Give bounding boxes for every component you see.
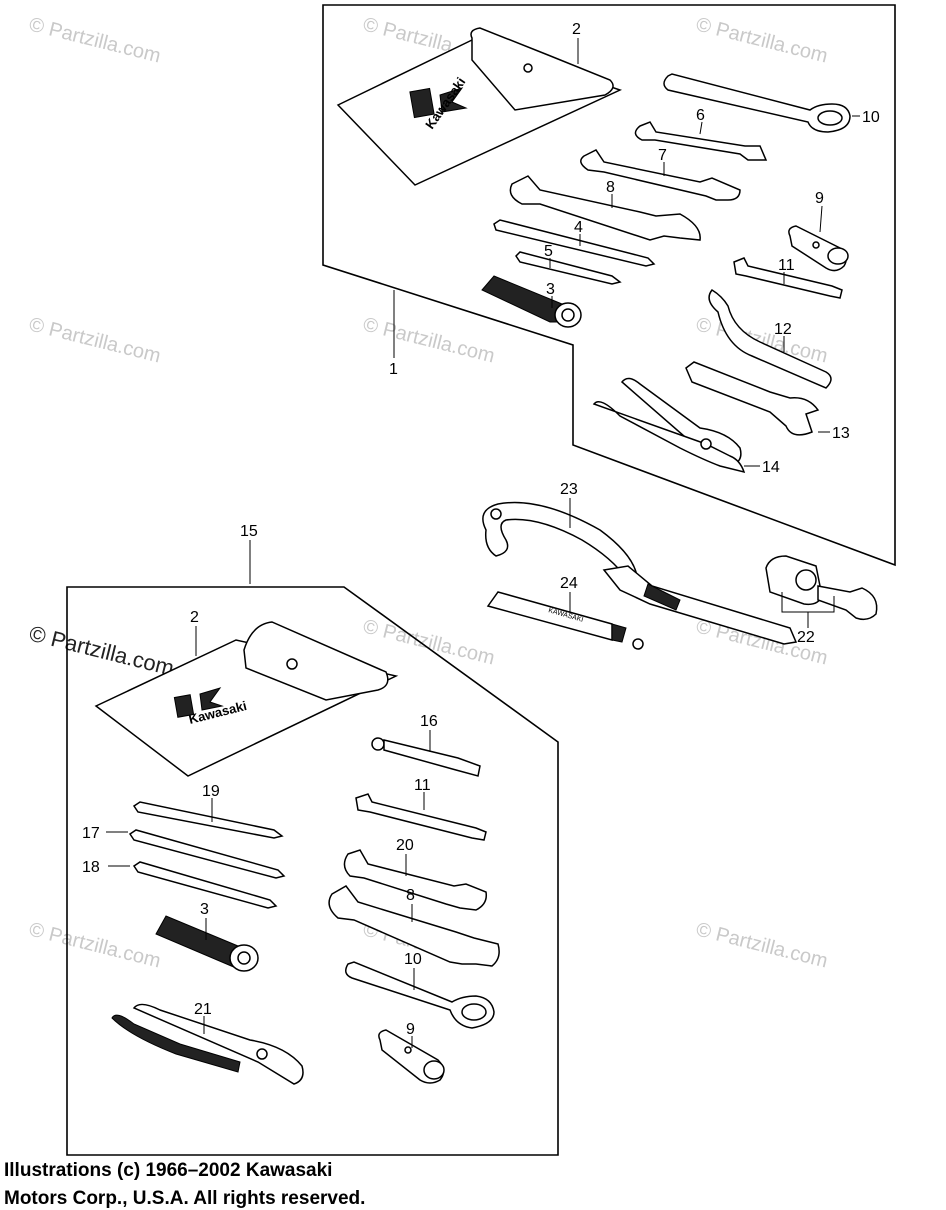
callouts: 2 10 6 7 8 9 4 5 11 3 12 1 13 14 23 15 2… (82, 21, 880, 1038)
screwdriver-4 (493, 219, 656, 267)
callout-9-lower: 9 (406, 1021, 415, 1038)
handle-3-lower (155, 915, 259, 972)
kawasaki-logo-icon (173, 687, 224, 718)
grease-tube-24: KAWASAKI (486, 591, 644, 650)
kawasaki-logo-icon (409, 87, 468, 119)
callout-18: 18 (82, 859, 100, 876)
wrench-13 (685, 361, 820, 436)
leader-lines (106, 38, 860, 1048)
callout-12: 12 (774, 321, 792, 338)
spoke-tool-23 (482, 501, 798, 645)
callout-3-lower: 3 (200, 901, 209, 918)
callout-1: 1 (389, 361, 398, 378)
callout-2-lower: 2 (190, 609, 199, 626)
wrench-10-lower (345, 961, 495, 1029)
callout-11: 11 (778, 257, 795, 274)
wrench-8 (509, 175, 701, 241)
watermark: © Partzilla.com (694, 14, 830, 68)
upper-kit-frame (322, 4, 896, 567)
callout-15: 15 (240, 523, 258, 540)
callout-8-lower: 8 (406, 887, 415, 904)
copyright-line-2: Motors Corp., U.S.A. All rights reserved… (4, 1188, 366, 1209)
watermark: © Partzilla.com (694, 919, 830, 973)
callout-3: 3 (546, 281, 555, 298)
lower-kit-frame (66, 586, 559, 1156)
screwdriver-17 (128, 829, 286, 879)
plug-wrench-9-lower (378, 1029, 445, 1084)
plug-wrench-9 (788, 225, 849, 272)
hook-wrench-12 (708, 289, 832, 389)
pliers-21 (111, 1003, 304, 1085)
handle-3 (481, 275, 582, 328)
watermark-dark: © Partzilla.com (27, 621, 177, 681)
callout-22: 22 (797, 629, 815, 646)
wrench-6 (634, 121, 768, 161)
wrench-7 (580, 149, 741, 201)
callout-23: 23 (560, 481, 578, 498)
wrench-20 (343, 849, 488, 911)
screwdriver-19 (132, 801, 284, 839)
spoke-wrench-16 (371, 737, 481, 777)
wrench-10 (663, 73, 851, 133)
callout-7: 7 (658, 147, 667, 164)
tool-pouch-upper: Kawasaki (336, 27, 623, 186)
callout-17: 17 (82, 825, 100, 842)
callout-21: 21 (194, 1001, 212, 1018)
screwdriver-5 (515, 251, 622, 285)
socket-bolt-22 (765, 555, 878, 621)
callout-9: 9 (815, 190, 824, 207)
watermark: © Partzilla.com (361, 314, 497, 368)
callout-20: 20 (396, 837, 414, 854)
callout-11-lower: 11 (414, 777, 431, 794)
wrench-8-lower (328, 885, 500, 967)
spoke-wrench-11-lower (355, 793, 487, 841)
screwdriver-18 (132, 861, 278, 909)
callout-2: 2 (572, 21, 581, 38)
callout-5: 5 (544, 243, 553, 260)
spoke-wrench-11 (733, 257, 843, 299)
callout-16: 16 (420, 713, 438, 730)
callout-24: 24 (560, 575, 578, 592)
callout-19: 19 (202, 783, 220, 800)
pliers-14 (592, 377, 746, 474)
copyright-line-1: Illustrations (c) 1966–2002 Kawasaki (4, 1160, 333, 1181)
watermark: © Partzilla.com (27, 14, 163, 68)
watermark: © Partzilla.com (361, 616, 497, 670)
callout-8: 8 (606, 179, 615, 196)
callout-10-lower: 10 (404, 951, 422, 968)
callout-4: 4 (574, 219, 583, 236)
tool-pouch-lower: Kawasaki (94, 621, 399, 777)
callout-14: 14 (762, 459, 780, 476)
watermark: © Partzilla.com (27, 314, 163, 368)
callout-6: 6 (696, 107, 705, 124)
watermark: © Partzilla.com (27, 919, 163, 973)
callout-13: 13 (832, 425, 850, 442)
callout-10: 10 (862, 109, 880, 126)
